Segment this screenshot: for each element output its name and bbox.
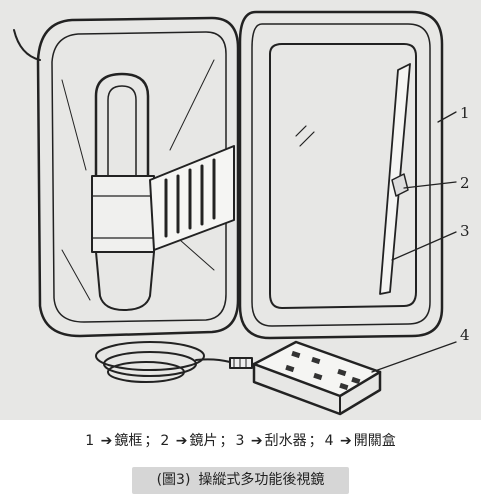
parts-legend: 1 ➔鏡框；2 ➔鏡片；3 ➔刮水器；4 ➔開關盒 — [0, 430, 481, 450]
callout-1: 1 — [460, 104, 470, 122]
callout-2: 2 — [460, 174, 470, 192]
callout-4: 4 — [460, 326, 470, 344]
arrow-icon: ➔ — [175, 433, 188, 449]
figure-title: 操縱式多功能後視鏡 — [198, 472, 325, 488]
leader-4 — [371, 341, 457, 373]
legend-number: 3 — [235, 433, 245, 449]
legend-separator: ； — [308, 433, 323, 449]
leader-2 — [403, 181, 457, 189]
legend-item: 4 ➔開關盒 — [325, 433, 396, 449]
legend-label: 刮水器 — [264, 433, 307, 449]
leader-3 — [391, 231, 457, 261]
legend-label: 鏡片 — [189, 433, 218, 449]
arrow-icon: ➔ — [100, 433, 113, 449]
cable-hook — [13, 29, 41, 61]
legend-label: 鏡框 — [114, 433, 143, 449]
legend-number: 4 — [324, 433, 334, 449]
leader-1 — [437, 111, 457, 123]
arrow-icon: ➔ — [250, 433, 263, 449]
legend-number: 2 — [160, 433, 170, 449]
legend-label: 開關盒 — [353, 433, 396, 449]
callout-3: 3 — [460, 222, 470, 240]
illustration: 1 2 3 4 — [0, 0, 481, 420]
leader-lines — [371, 111, 457, 373]
legend-item: 1 ➔鏡框 — [85, 433, 142, 449]
legend-item: 2 ➔鏡片 — [160, 433, 217, 449]
arrow-icon: ➔ — [339, 433, 352, 449]
legend-item: 3 ➔刮水器 — [236, 433, 307, 449]
mirror-glass — [269, 43, 417, 309]
legend-separator: ； — [219, 433, 234, 449]
mirror-back-case — [36, 16, 240, 338]
figure-number: (圖3) — [156, 472, 191, 488]
switch-box — [252, 340, 382, 416]
cable-coil — [95, 341, 253, 383]
figure-caption: (圖3) 操縱式多功能後視鏡 — [132, 467, 349, 494]
mirror-frame — [238, 10, 444, 340]
wiper — [379, 63, 411, 295]
legend-separator: ； — [144, 433, 159, 449]
legend-number: 1 — [85, 433, 95, 449]
